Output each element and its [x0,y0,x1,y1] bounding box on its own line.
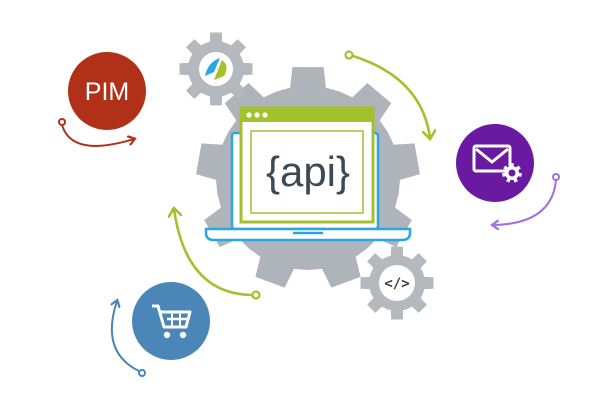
code-gear-label: </> [384,276,409,292]
email-node [456,124,534,202]
email-arrow [493,173,560,225]
api-window: {api} [239,106,375,224]
pim-arrow [58,118,134,147]
logo-gear-icon [179,32,253,106]
brand-logo-icon [205,58,227,80]
pim-node: PIM [68,52,146,130]
code-gear-icon: </> [360,246,434,320]
cart-node [132,282,210,360]
flow-arrow-top [344,50,431,139]
api-label: {api} [266,148,350,195]
flow-arrow-bottom [174,209,261,300]
shopping-cart-icon [152,304,192,339]
envelope-gear-icon [472,144,522,183]
cart-arrow [112,301,146,377]
pim-label: PIM [85,78,129,106]
